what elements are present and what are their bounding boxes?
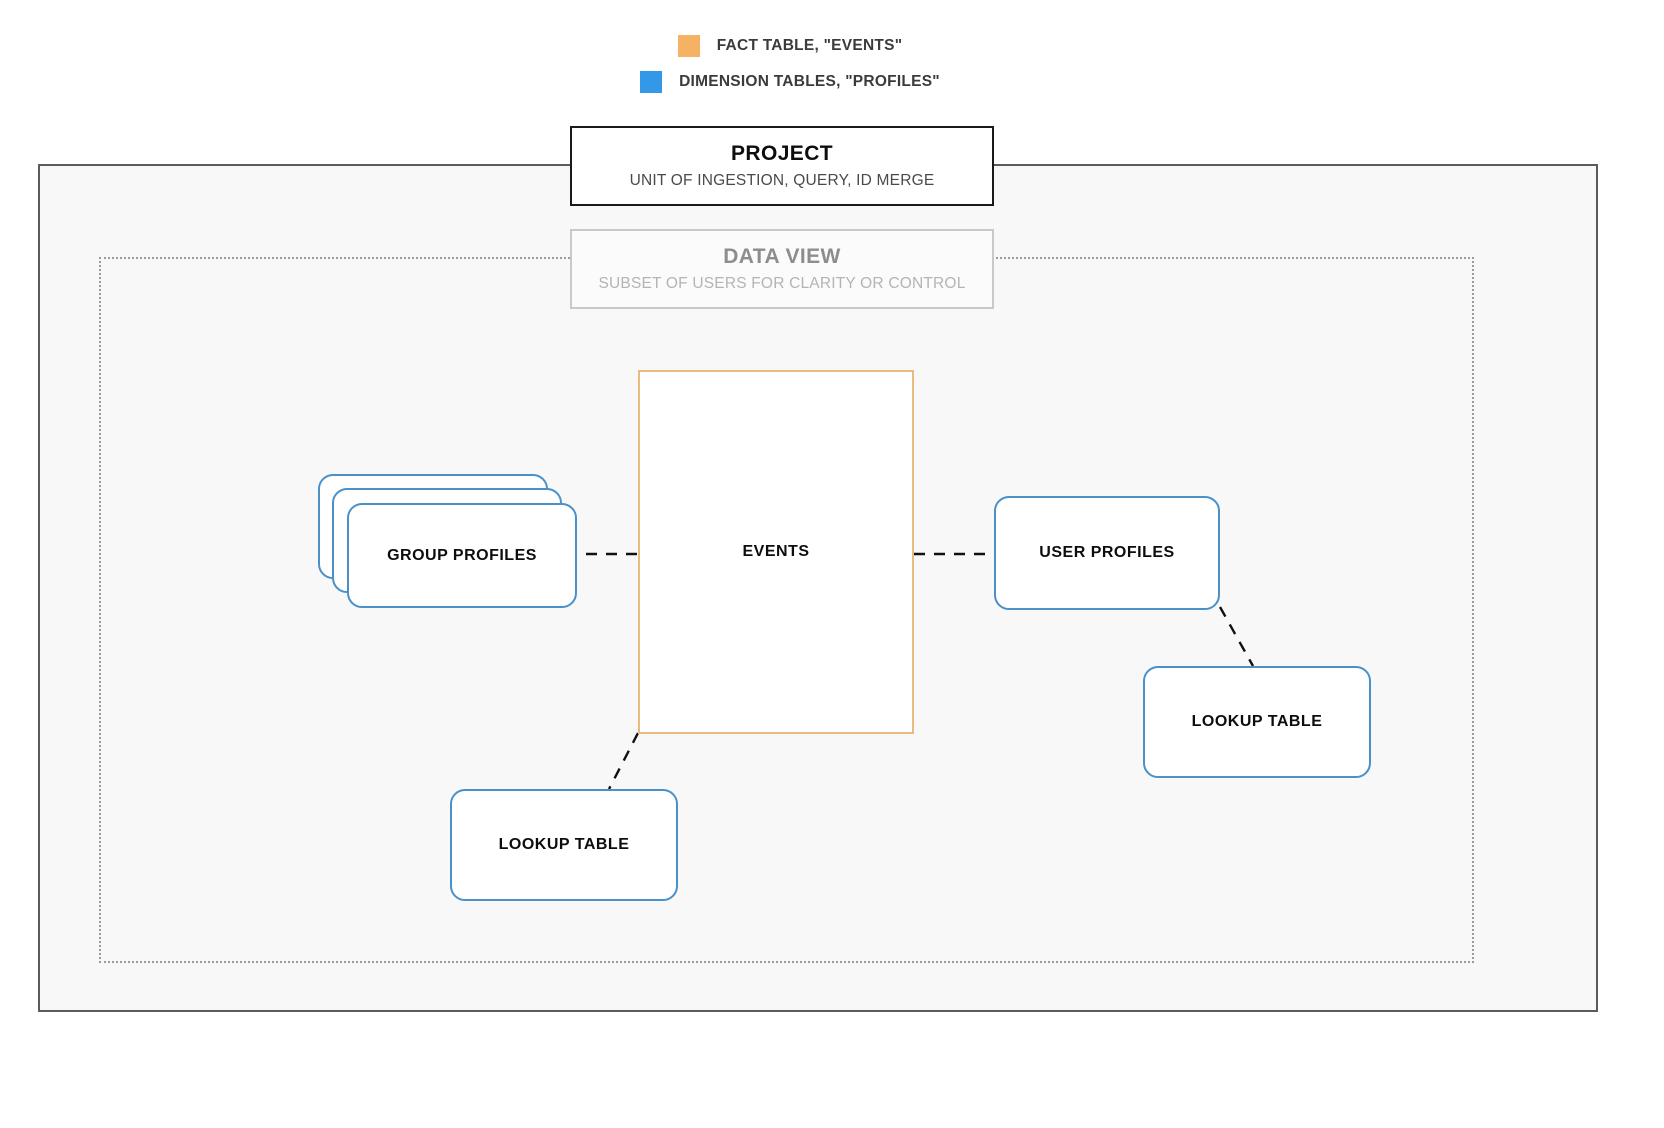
data-view-header-box: DATA VIEW SUBSET OF USERS FOR CLARITY OR…: [570, 229, 994, 309]
data-view-subtitle: SUBSET OF USERS FOR CLARITY OR CONTROL: [598, 275, 966, 292]
node-lookup-table-left: LOOKUP TABLE: [450, 789, 678, 901]
node-events: EVENTS: [638, 370, 914, 734]
fact-table-swatch-icon: [677, 35, 700, 57]
data-view-title: DATA VIEW: [723, 245, 841, 268]
node-user-profiles: USER PROFILES: [994, 496, 1220, 610]
legend-label-dimension-tables: DIMENSION TABLES, "PROFILES": [679, 73, 940, 90]
node-lookup-table-left-label: LOOKUP TABLE: [498, 836, 630, 853]
project-subtitle: UNIT OF INGESTION, QUERY, ID MERGE: [629, 172, 935, 189]
node-events-label: EVENTS: [742, 543, 810, 560]
legend-label-fact-table: FACT TABLE, "EVENTS": [716, 37, 903, 54]
legend: FACT TABLE, "EVENTS" DIMENSION TABLES, "…: [0, 28, 1664, 100]
group-profiles-card-front: GROUP PROFILES: [347, 503, 577, 608]
node-lookup-table-right: LOOKUP TABLE: [1143, 666, 1371, 778]
project-header-box: PROJECT UNIT OF INGESTION, QUERY, ID MER…: [570, 126, 994, 206]
dimension-tables-swatch-icon: [640, 71, 663, 93]
node-group-profiles: GROUP PROFILES: [318, 474, 578, 608]
node-user-profiles-label: USER PROFILES: [1039, 544, 1175, 561]
legend-item-dimension-tables: DIMENSION TABLES, "PROFILES": [0, 64, 1664, 100]
node-lookup-table-right-label: LOOKUP TABLE: [1191, 713, 1323, 730]
project-title: PROJECT: [731, 142, 833, 165]
node-group-profiles-label: GROUP PROFILES: [387, 546, 537, 564]
legend-item-fact-table: FACT TABLE, "EVENTS": [0, 28, 1664, 64]
